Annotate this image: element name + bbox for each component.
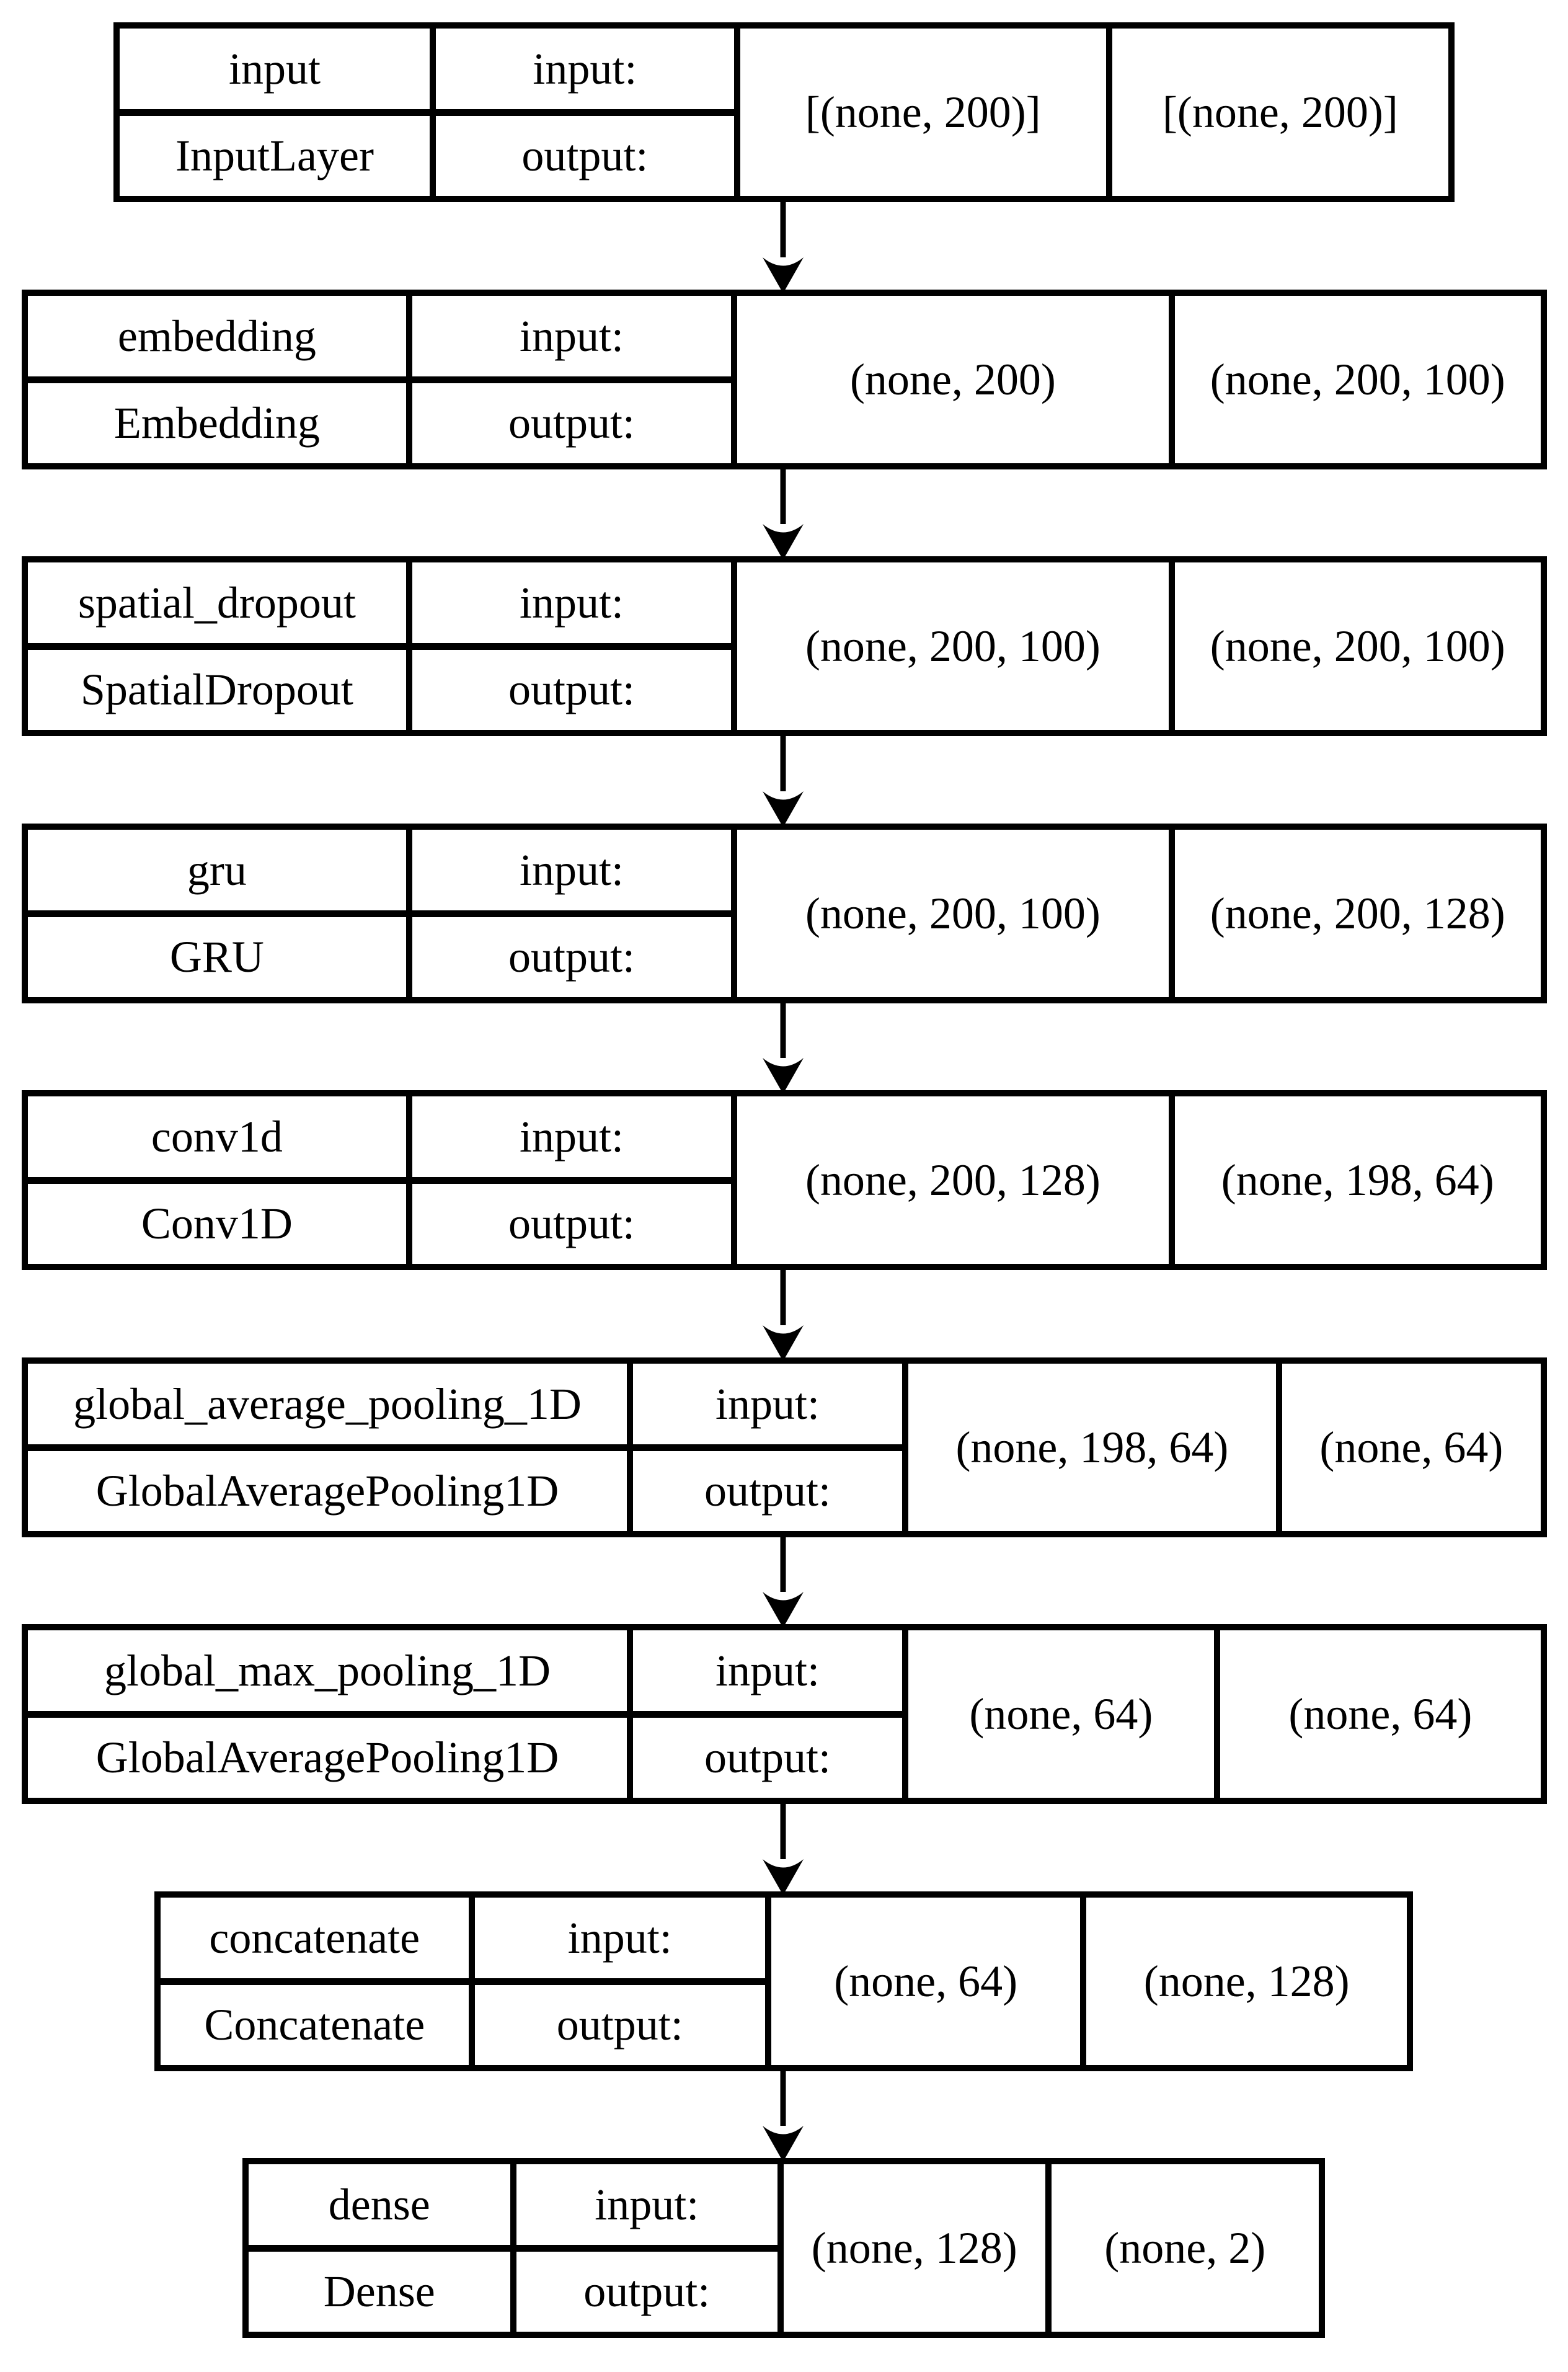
input-label: input: xyxy=(516,2164,777,2252)
input-label: input: xyxy=(436,29,734,116)
layer-node-embedding: embedding Embedding input: output: (none… xyxy=(22,290,1547,469)
layer-node-gru: gru GRU input: output: (none, 200, 100) … xyxy=(22,824,1547,1003)
input-label: input: xyxy=(633,1364,903,1451)
layer-node-conv1d: conv1d Conv1D input: output: (none, 200,… xyxy=(22,1090,1547,1270)
layer-name: gru xyxy=(28,830,406,917)
input-label: input: xyxy=(474,1898,765,1985)
layer-name: conv1d xyxy=(28,1096,406,1184)
input-label: input: xyxy=(412,1096,732,1184)
flow-arrow xyxy=(761,735,805,827)
output-label: output: xyxy=(583,2267,711,2317)
output-shape: (none, 128) xyxy=(1143,1957,1350,2006)
layer-node-global-max-pooling-1d: global_max_pooling_1D GlobalAveragePooli… xyxy=(22,1624,1547,1804)
output-shape: (none, 64) xyxy=(1319,1423,1504,1472)
layer-name: dense xyxy=(249,2164,510,2252)
arrowhead-icon xyxy=(763,1058,804,1094)
layer-class: Conv1D xyxy=(141,1199,293,1249)
output-label: output: xyxy=(704,1466,831,1516)
flow-arrow xyxy=(761,1803,805,1895)
arrowhead-icon xyxy=(763,1325,804,1361)
layer-name: global_max_pooling_1D xyxy=(28,1630,627,1718)
layer-class: InputLayer xyxy=(175,131,374,181)
input-shape: (none, 64) xyxy=(771,1898,1087,2065)
input-shape: (none, 198, 64) xyxy=(908,1364,1282,1531)
flow-arrow xyxy=(761,2070,805,2162)
layer-class: SpatialDropout xyxy=(80,665,353,715)
layer-node-input: input InputLayer input: output: [(none, … xyxy=(113,22,1455,202)
output-shape: (none, 198, 64) xyxy=(1221,1155,1494,1205)
arrowhead-icon xyxy=(763,1859,804,1895)
input-label: input: xyxy=(412,562,732,650)
layer-node-concatenate: concatenate Concatenate input: output: (… xyxy=(154,1891,1413,2071)
layer-name: global_average_pooling_1D xyxy=(28,1364,627,1451)
layer-class: Embedding xyxy=(113,398,320,448)
layer-node-spatial-dropout: spatial_dropout SpatialDropout input: ou… xyxy=(22,556,1547,736)
input-shape: (none, 200, 100) xyxy=(737,562,1175,730)
layer-class: GlobalAveragePooling1D xyxy=(95,1733,559,1783)
layer-name: spatial_dropout xyxy=(28,562,406,650)
output-label: output: xyxy=(556,2000,683,2050)
output-label: output: xyxy=(508,665,636,715)
layer-class: GRU xyxy=(169,932,264,982)
layer-class: Concatenate xyxy=(204,2000,425,2050)
output-shape: [(none, 200)] xyxy=(1162,87,1398,137)
output-label: output: xyxy=(521,131,649,181)
input-label: input: xyxy=(633,1630,903,1718)
flow-arrow xyxy=(761,1536,805,1628)
layer-name: concatenate xyxy=(161,1898,469,1985)
layer-name: embedding xyxy=(28,296,406,383)
arrowhead-icon xyxy=(763,1592,804,1628)
layer-node-global-average-pooling-1d: global_average_pooling_1D GlobalAverageP… xyxy=(22,1357,1547,1537)
input-shape: (none, 200) xyxy=(737,296,1175,463)
output-label: output: xyxy=(508,398,636,448)
arrowhead-icon xyxy=(763,257,804,293)
layer-name: input xyxy=(120,29,430,116)
layer-class: GlobalAveragePooling1D xyxy=(95,1466,559,1516)
layer-node-dense: dense Dense input: output: (none, 128) (… xyxy=(242,2158,1325,2338)
output-shape: (none, 200, 100) xyxy=(1210,355,1505,404)
layer-class: Dense xyxy=(323,2267,435,2317)
input-label: input: xyxy=(412,830,732,917)
flow-arrow xyxy=(761,201,805,293)
flow-arrow xyxy=(761,1269,805,1361)
input-shape: (none, 200, 100) xyxy=(737,830,1175,997)
output-shape: (none, 2) xyxy=(1104,2223,1266,2273)
output-label: output: xyxy=(508,932,636,982)
arrowhead-icon xyxy=(763,524,804,560)
arrowhead-icon xyxy=(763,791,804,827)
flow-arrow xyxy=(761,1002,805,1094)
input-shape: [(none, 200)] xyxy=(740,29,1112,196)
output-shape: (none, 200, 100) xyxy=(1210,621,1505,671)
output-label: output: xyxy=(508,1199,636,1249)
output-shape: (none, 64) xyxy=(1288,1689,1473,1739)
input-shape: (none, 200, 128) xyxy=(737,1096,1175,1264)
flow-arrow xyxy=(761,468,805,560)
output-label: output: xyxy=(704,1733,831,1783)
arrowhead-icon xyxy=(763,2126,804,2162)
input-shape: (none, 128) xyxy=(784,2164,1052,2332)
input-label: input: xyxy=(412,296,732,383)
input-shape: (none, 64) xyxy=(908,1630,1220,1798)
output-shape: (none, 200, 128) xyxy=(1210,889,1505,938)
